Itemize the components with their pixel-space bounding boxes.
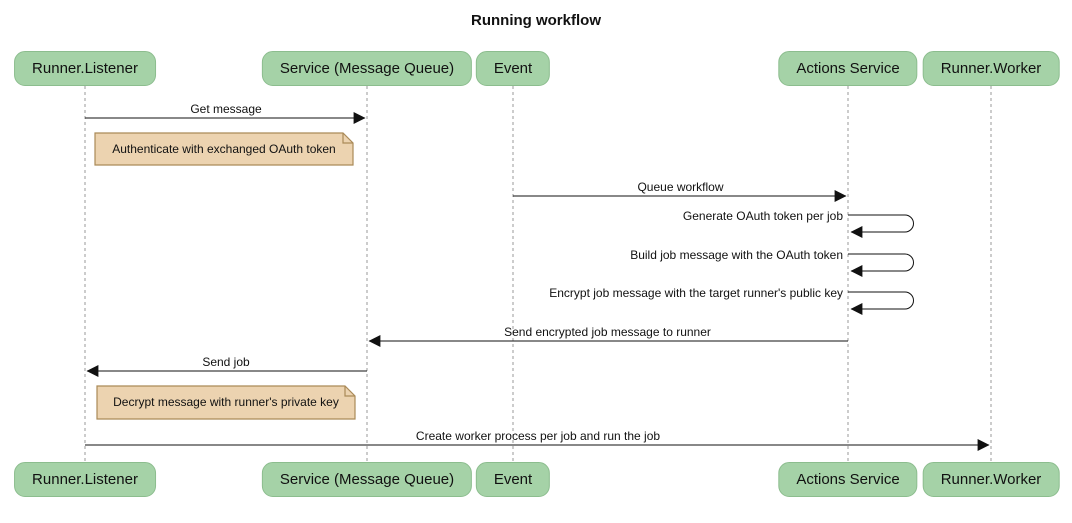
diagram-title: Running workflow bbox=[471, 12, 601, 29]
note-shape-decrypt bbox=[96, 385, 356, 420]
actor-bottom-runner-listener: Runner.Listener bbox=[14, 462, 156, 497]
note-decrypt-private-key: Decrypt message with runner's private ke… bbox=[113, 395, 339, 409]
actor-top-runner-worker: Runner.Worker bbox=[922, 51, 1060, 86]
actor-bottom-actions-service: Actions Service bbox=[778, 462, 918, 497]
arrow-self-build-job-message bbox=[848, 253, 914, 277]
message-label-send-encrypted-job-message: Send encrypted job message to runner bbox=[504, 325, 711, 339]
note-fold-decrypt bbox=[344, 386, 355, 397]
arrow-self-encrypt-job-message bbox=[848, 291, 914, 315]
actor-top-event: Event bbox=[475, 51, 551, 86]
message-label-generate-oauth-token: Generate OAuth token per job bbox=[682, 209, 843, 223]
message-label-encrypt-job-message: Encrypt job message with the target runn… bbox=[549, 286, 843, 300]
actor-bottom-event: Event bbox=[475, 462, 551, 497]
message-label-queue-workflow: Queue workflow bbox=[637, 180, 724, 194]
message-label-create-worker-process: Create worker process per job and run th… bbox=[415, 429, 661, 443]
note-fold-authenticate bbox=[342, 133, 353, 144]
actor-top-runner-listener: Runner.Listener bbox=[14, 51, 156, 86]
actor-bottom-service-message-queue: Service (Message Queue) bbox=[261, 462, 473, 497]
actor-top-service-message-queue: Service (Message Queue) bbox=[261, 51, 473, 86]
message-label-build-job-message: Build job message with the OAuth token bbox=[630, 248, 843, 262]
message-label-send-job: Send job bbox=[202, 355, 250, 369]
note-authenticate-oauth: Authenticate with exchanged OAuth token bbox=[112, 142, 336, 156]
actor-bottom-runner-worker: Runner.Worker bbox=[922, 462, 1060, 497]
note-shape-authenticate bbox=[94, 132, 354, 166]
arrow-self-generate-oauth-token bbox=[848, 214, 914, 238]
actor-top-actions-service: Actions Service bbox=[778, 51, 918, 86]
message-label-get-message: Get message bbox=[190, 102, 262, 116]
